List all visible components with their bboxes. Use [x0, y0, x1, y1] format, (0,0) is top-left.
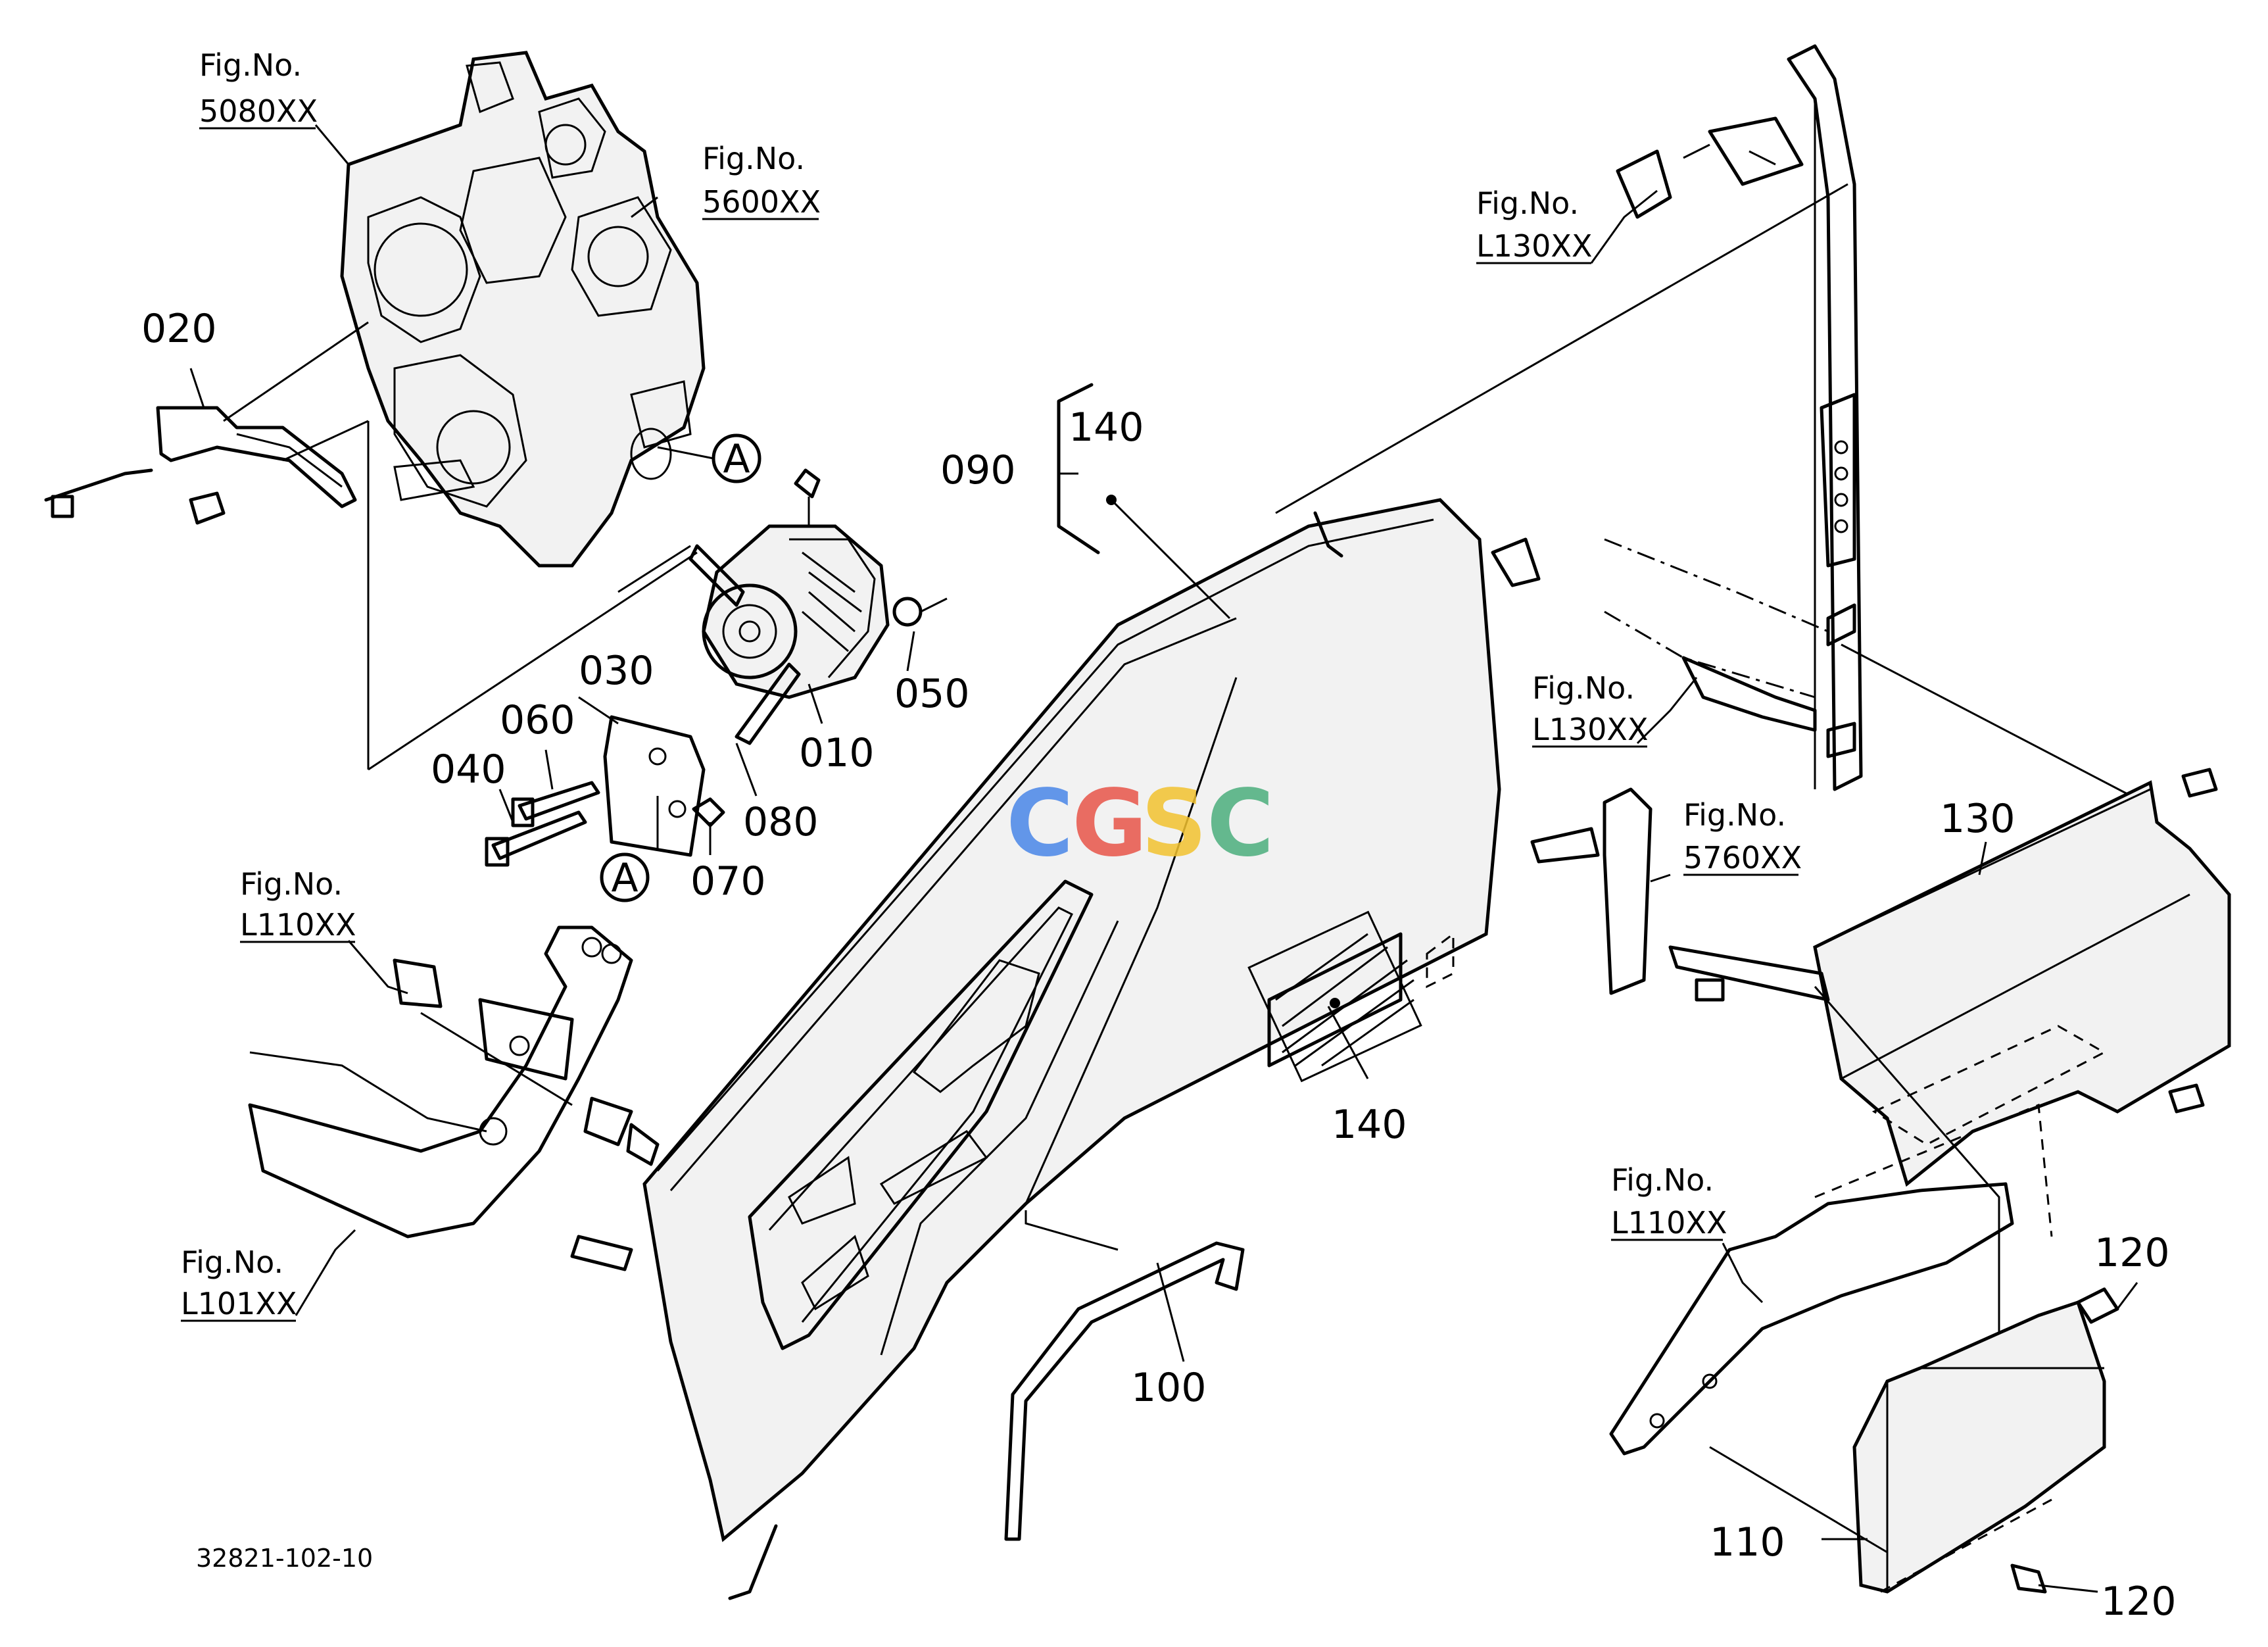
part-label-060: 060: [500, 697, 575, 743]
lower-left-frame: [248, 925, 660, 1271]
seal-100: [1004, 1241, 1245, 1541]
svg-text:5760XX: 5760XX: [1683, 840, 1802, 875]
fig-ref-l110xx-left: Fig.No. L110XX: [240, 866, 356, 943]
fig-ref-5760xx: Fig.No. 5760XX: [1683, 797, 1802, 876]
fig-ref-5080xx: Fig.No. 5080XX: [199, 47, 318, 130]
alternator-010: [688, 468, 923, 745]
part-label-120-lower: 120: [2101, 1579, 2177, 1625]
part-label-130: 130: [1940, 796, 2015, 842]
svg-text:Fig.No.: Fig.No.: [199, 47, 302, 83]
label-sticker-140: [1267, 932, 1403, 1068]
svg-text:C: C: [1207, 770, 1274, 877]
bolt-5760: [1695, 978, 1725, 1002]
group-dot-090: [1106, 495, 1117, 505]
svg-text:Fig.No.: Fig.No.: [240, 866, 343, 902]
bolt-040: [485, 810, 587, 867]
part-label-050: 050: [894, 671, 970, 717]
bracket-030: [603, 715, 706, 857]
cover-130: [1813, 780, 2231, 1187]
svg-text:S: S: [1141, 770, 1207, 877]
svg-text:C: C: [1006, 770, 1074, 877]
reference-marker-a-bottom: A: [600, 852, 650, 902]
svg-text:Fig.No.: Fig.No.: [1532, 670, 1635, 706]
bolt-070: [692, 797, 725, 827]
reference-marker-a-top: A: [712, 433, 761, 483]
drawing-number: 32821-102-10: [196, 1544, 373, 1573]
part-label-090: 090: [940, 447, 1016, 493]
side-cover-panel: [642, 498, 1541, 1542]
svg-text:G: G: [1072, 770, 1147, 877]
svg-text:Fig.No.: Fig.No.: [181, 1244, 283, 1280]
part-label-140-top: 140: [1069, 405, 1144, 451]
bolt-060: [511, 781, 600, 827]
svg-text:L101XX: L101XX: [181, 1286, 297, 1321]
svg-text:L130XX: L130XX: [1532, 712, 1648, 747]
part-label-040: 040: [431, 747, 506, 793]
part-label-080: 080: [743, 799, 819, 845]
fig-ref-5600xx: Fig.No. 5600XX: [702, 141, 821, 220]
svg-text:A: A: [611, 855, 638, 901]
bracket-020: [44, 406, 357, 525]
bracket-5760: [1530, 787, 1830, 1002]
svg-text:Fig.No.: Fig.No.: [702, 141, 805, 176]
svg-text:A: A: [723, 436, 750, 482]
part-label-140-bottom: 140: [1332, 1102, 1407, 1148]
svg-text:5080XX: 5080XX: [199, 93, 318, 129]
bolt-130-top: [2181, 768, 2218, 798]
lower-right-frame: [1609, 1103, 2053, 1456]
group-bracket-090: [1057, 383, 1100, 554]
bolt-120-lower: [2010, 1563, 2047, 1594]
bolt-130-right: [2168, 1083, 2205, 1114]
fig-ref-l130xx-middle: Fig.No. L130XX: [1532, 670, 1648, 748]
cover-110: [1852, 1300, 2106, 1594]
group-dot-140: [1330, 998, 1340, 1008]
fig-ref-l130xx-top: Fig.No. L130XX: [1476, 185, 1592, 264]
fig-ref-l110xx-right: Fig.No. L110XX: [1611, 1162, 1727, 1241]
part-label-110: 110: [1710, 1519, 1785, 1565]
part-label-100: 100: [1131, 1365, 1207, 1411]
fig-ref-l101xx: Fig.No. L101XX: [181, 1244, 297, 1322]
part-label-070: 070: [690, 858, 766, 904]
right-frame-post: [1616, 44, 1863, 791]
watermark-logo: C G S C: [1006, 770, 1274, 877]
perforated-vent-areas: [788, 959, 1040, 1311]
svg-text:L110XX: L110XX: [1611, 1205, 1727, 1241]
part-label-120-upper: 120: [2094, 1230, 2170, 1276]
svg-text:Fig.No.: Fig.No.: [1476, 185, 1579, 221]
svg-text:Fig.No.: Fig.No.: [1683, 797, 1786, 833]
svg-text:L110XX: L110XX: [240, 907, 356, 943]
engine-gear-case: [340, 51, 706, 568]
part-label-020: 020: [141, 306, 217, 352]
rod-bottom: [728, 1524, 778, 1600]
svg-text:Fig.No.: Fig.No.: [1611, 1162, 1714, 1198]
svg-text:5600XX: 5600XX: [702, 184, 821, 220]
leader-lines: [189, 124, 2138, 1593]
part-label-010: 010: [799, 730, 875, 776]
svg-text:L130XX: L130XX: [1476, 228, 1592, 264]
part-label-030: 030: [579, 648, 654, 694]
bracket-l130-lower: [1681, 656, 1817, 732]
